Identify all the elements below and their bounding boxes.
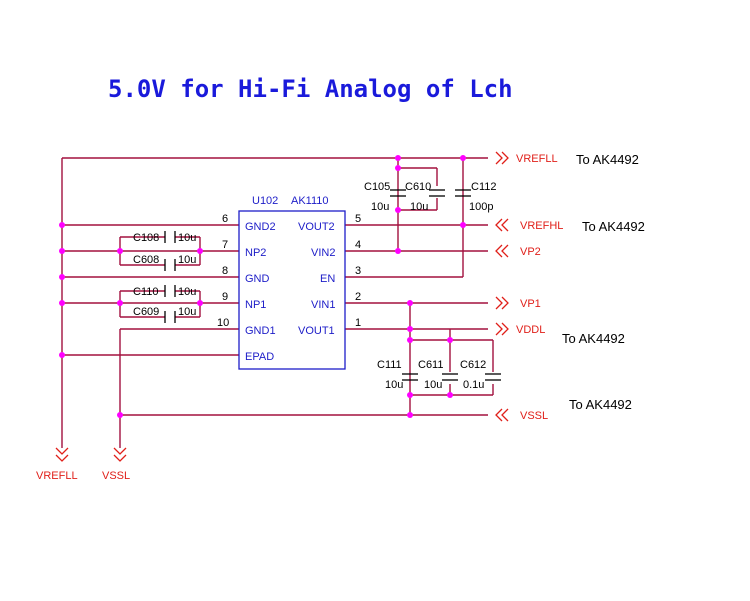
svg-text:C609: C609	[133, 306, 159, 318]
net-label-vp2: VP2	[520, 246, 541, 258]
svg-text:C112: C112	[471, 181, 496, 193]
svg-text:C108: C108	[133, 232, 159, 244]
svg-text:C611: C611	[418, 359, 443, 371]
pin-number: 2	[355, 291, 361, 303]
svg-text:10u: 10u	[178, 286, 196, 298]
pin-number: 10	[217, 317, 229, 329]
pin-number: 9	[222, 291, 228, 303]
pin-name-gnd2: GND2	[245, 221, 276, 233]
pin-name-vout2: VOUT2	[298, 221, 335, 233]
net-label-vssl-bottom: VSSL	[102, 470, 130, 482]
pin-number: 5	[355, 213, 361, 225]
net-label-vddl: VDDL	[516, 324, 545, 336]
net-label-vssl: VSSL	[520, 410, 548, 422]
ic-u102: U102 AK1110 6 GND2 7 NP2 8 GND 9 NP1 10 …	[217, 195, 361, 370]
net-label-vp1: VP1	[520, 298, 541, 310]
svg-text:C612: C612	[460, 359, 486, 371]
net-label-vrefll-bottom: VREFLL	[36, 470, 78, 482]
bottom-capacitors: C111 10u C611 10u C612 0.1u	[377, 359, 501, 391]
svg-text:C105: C105	[364, 181, 390, 193]
ic-ref: U102	[252, 195, 278, 207]
svg-text:100p: 100p	[469, 201, 493, 213]
capacitor-c111: C111 10u	[377, 359, 418, 391]
svg-text:10u: 10u	[424, 379, 442, 391]
net-label-vrefll: VREFLL	[516, 153, 558, 165]
ic-part: AK1110	[291, 195, 329, 207]
net-label-vrefhl: VREFHL	[520, 220, 563, 232]
pin-name-en: EN	[320, 273, 335, 285]
pin-name-vin2: VIN2	[311, 247, 335, 259]
pin-name-epad: EPAD	[245, 351, 274, 363]
capacitor-c611: C611 10u	[418, 359, 458, 391]
capacitor-c110: C110 10u	[133, 285, 196, 298]
svg-text:C610: C610	[405, 181, 431, 193]
dest-vddl: To AK4492	[562, 331, 625, 346]
destination-notes: To AK4492 To AK4492 To AK4492 To AK4492	[562, 152, 645, 412]
net-labels: VREFLL VREFHL VP2 VP1 VDDL VSSL VREFLL V…	[36, 153, 563, 482]
top-capacitors: C105 10u C610 10u C112 100p	[364, 181, 496, 213]
svg-text:10u: 10u	[178, 254, 196, 266]
capacitor-c608: C608 10u	[133, 254, 196, 271]
capacitor-c105: C105 10u	[364, 181, 406, 213]
pin-number: 1	[355, 317, 361, 329]
svg-text:10u: 10u	[178, 306, 196, 318]
pin-name-np2: NP2	[245, 247, 266, 259]
dest-vrefll: To AK4492	[576, 152, 639, 167]
net-arrows	[55, 151, 509, 462]
capacitor-c108: C108 10u	[133, 231, 196, 244]
capacitor-c609: C609 10u	[133, 306, 196, 323]
capacitor-c610: C610 10u	[405, 181, 445, 213]
svg-text:C110: C110	[133, 286, 158, 298]
pin-name-gnd1: GND1	[245, 325, 276, 337]
pin-name-gnd: GND	[245, 273, 270, 285]
svg-text:10u: 10u	[385, 379, 403, 391]
svg-text:10u: 10u	[410, 201, 428, 213]
pin-name-vin1: VIN1	[311, 299, 335, 311]
pin-number: 8	[222, 265, 228, 277]
pin-number: 6	[222, 213, 228, 225]
pin-name-vout1: VOUT1	[298, 325, 335, 337]
pin-number: 4	[355, 239, 361, 251]
left-capacitors: C108 10u C608 10u C110 10u C609 10u	[133, 231, 196, 323]
svg-text:0.1u: 0.1u	[463, 379, 484, 391]
pin-number: 7	[222, 239, 228, 251]
dest-vssl: To AK4492	[569, 397, 632, 412]
junctions	[59, 155, 466, 418]
svg-text:C111: C111	[377, 359, 402, 371]
dest-vrefhl: To AK4492	[582, 219, 645, 234]
page-title: 5.0V for Hi-Fi Analog of Lch	[108, 75, 513, 103]
svg-text:C608: C608	[133, 254, 159, 266]
svg-text:10u: 10u	[371, 201, 389, 213]
svg-text:10u: 10u	[178, 232, 196, 244]
pin-name-np1: NP1	[245, 299, 266, 311]
pin-number: 3	[355, 265, 361, 277]
capacitor-c612: C612 0.1u	[460, 359, 501, 391]
capacitor-c112: C112 100p	[455, 181, 496, 213]
